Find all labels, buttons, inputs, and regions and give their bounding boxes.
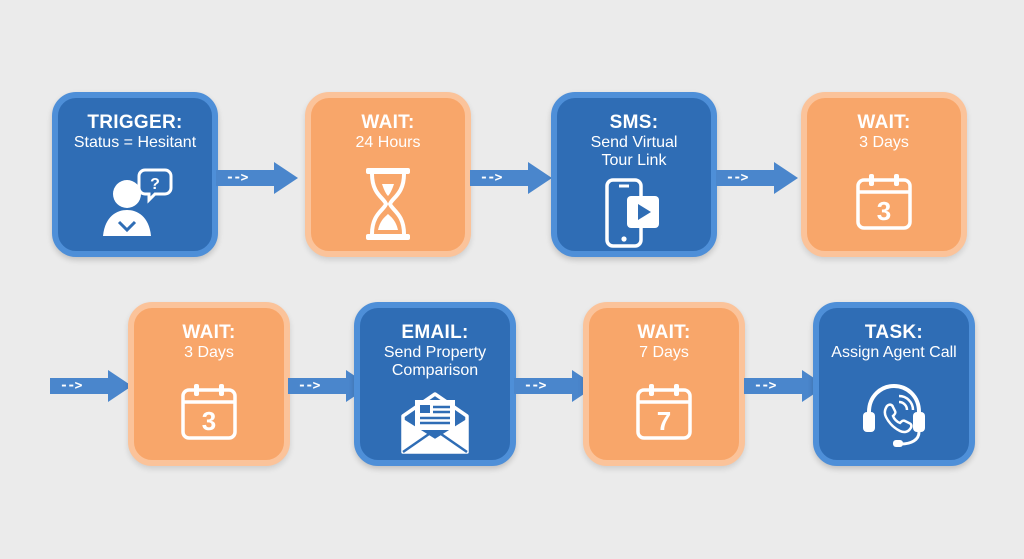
node-task[interactable]: TASK: Assign Agent Call bbox=[813, 302, 975, 466]
flow-arrow: --> bbox=[48, 368, 134, 404]
arrow-right-icon bbox=[50, 370, 132, 402]
node-title: TASK: bbox=[864, 322, 924, 343]
node-subtitle: Assign Agent Call bbox=[831, 344, 957, 361]
flow-arrow: --> bbox=[742, 368, 828, 404]
arrow-right-icon bbox=[514, 370, 596, 402]
arrow-label: --> bbox=[480, 170, 502, 186]
flow-arrow: --> bbox=[512, 368, 598, 404]
node-title: TRIGGER: bbox=[87, 112, 183, 133]
arrow-right-icon bbox=[716, 162, 798, 194]
hourglass-icon bbox=[366, 168, 410, 240]
arrow-label: --> bbox=[298, 378, 320, 394]
node-title: WAIT: bbox=[857, 112, 911, 133]
node-trigger[interactable]: TRIGGER: Status = Hesitant ? bbox=[52, 92, 218, 257]
node-wait-3-days-a[interactable]: WAIT: 3 Days 3 bbox=[801, 92, 967, 257]
arrow-label: --> bbox=[226, 170, 248, 186]
node-title: SMS: bbox=[609, 112, 659, 133]
person-question-icon: ? bbox=[103, 168, 173, 236]
calendar-icon: 7 bbox=[634, 382, 694, 442]
node-subtitle: Send Property Comparison bbox=[383, 344, 487, 379]
arrow-right-icon bbox=[470, 162, 552, 194]
node-title: WAIT: bbox=[182, 322, 236, 343]
flow-arrow: --> bbox=[286, 368, 372, 404]
calendar-day-number: 3 bbox=[201, 406, 217, 436]
node-email[interactable]: EMAIL: Send Property Comparison bbox=[354, 302, 516, 466]
arrow-label: --> bbox=[754, 378, 776, 394]
node-title: WAIT: bbox=[361, 112, 415, 133]
arrow-label: --> bbox=[60, 378, 82, 394]
node-sms[interactable]: SMS: Send Virtual Tour Link bbox=[551, 92, 717, 257]
node-subtitle: Send Virtual Tour Link bbox=[590, 134, 678, 169]
arrow-right-icon bbox=[216, 162, 298, 194]
headset-phone-icon bbox=[863, 383, 925, 447]
phone-video-icon bbox=[605, 178, 659, 248]
node-subtitle: 3 Days bbox=[184, 344, 234, 361]
arrow-right-icon bbox=[744, 370, 826, 402]
node-wait-24-hours[interactable]: WAIT: 24 Hours bbox=[305, 92, 471, 257]
node-title: WAIT: bbox=[637, 322, 691, 343]
node-title: EMAIL: bbox=[401, 322, 469, 343]
arrow-right-icon bbox=[288, 370, 370, 402]
arrow-label: --> bbox=[726, 170, 748, 186]
calendar-icon: 3 bbox=[179, 382, 239, 442]
calendar-day-number: 7 bbox=[656, 406, 672, 436]
flow-arrow: --> bbox=[714, 160, 800, 196]
node-wait-7-days[interactable]: WAIT: 7 Days 7 bbox=[583, 302, 745, 466]
envelope-document-icon bbox=[401, 392, 469, 454]
node-subtitle: 7 Days bbox=[639, 344, 689, 361]
calendar-icon: 3 bbox=[854, 172, 914, 232]
node-subtitle: Status = Hesitant bbox=[73, 134, 197, 151]
node-subtitle: 3 Days bbox=[859, 134, 909, 151]
node-wait-3-days-b[interactable]: WAIT: 3 Days 3 bbox=[128, 302, 290, 466]
flow-arrow: --> bbox=[468, 160, 554, 196]
calendar-day-number: 3 bbox=[876, 196, 892, 226]
node-subtitle: 24 Hours bbox=[355, 134, 421, 151]
svg-text:?: ? bbox=[150, 176, 160, 193]
flow-arrow: --> bbox=[214, 160, 300, 196]
arrow-label: --> bbox=[524, 378, 546, 394]
